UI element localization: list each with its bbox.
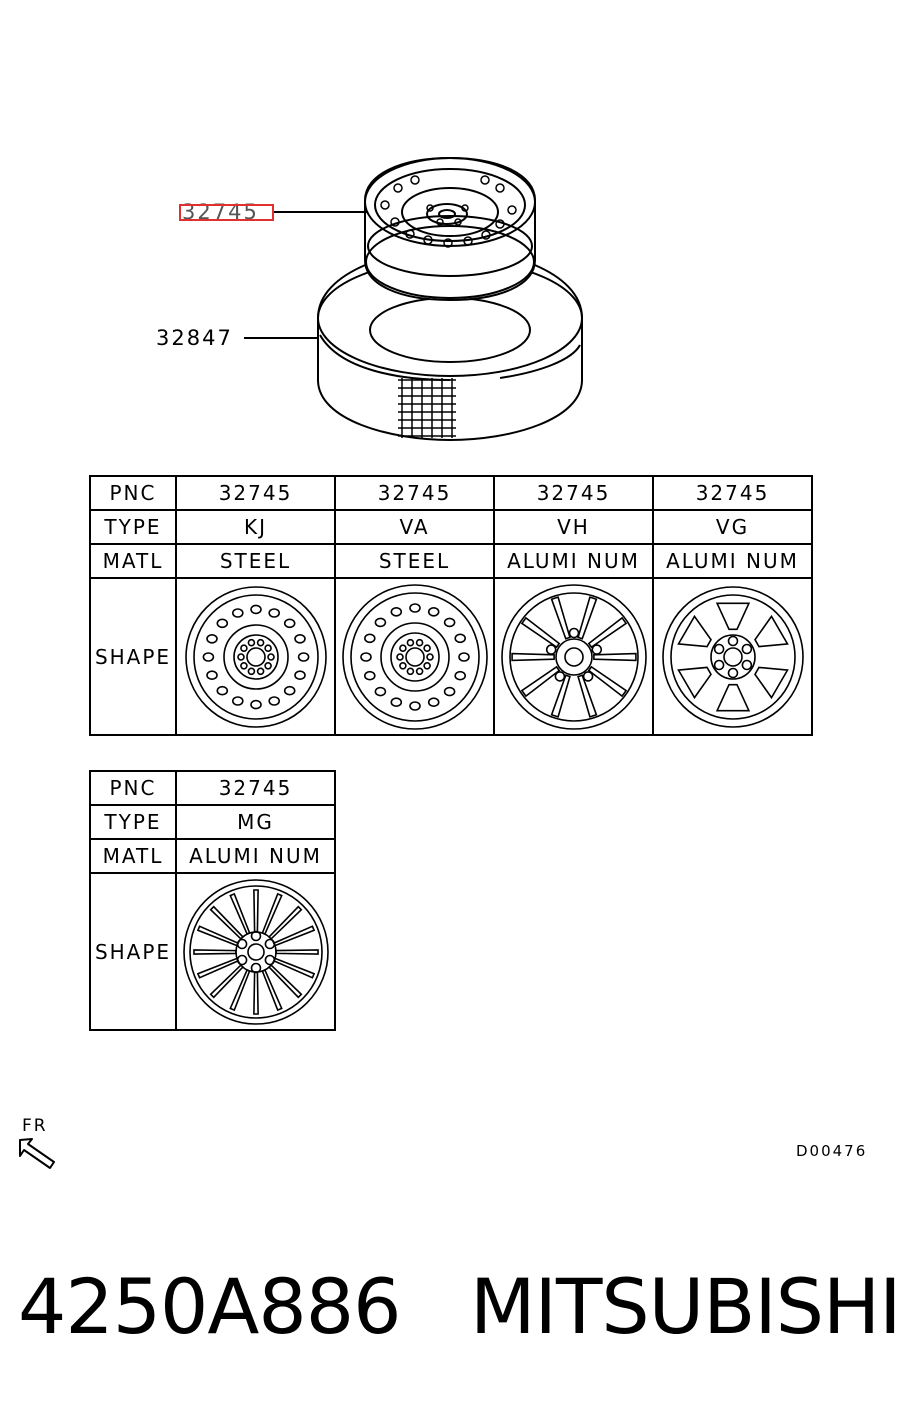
matl-cell: ALUMI NUM — [175, 838, 336, 874]
shape-cell — [493, 577, 654, 736]
type-cell: VG — [652, 509, 813, 545]
matl-header: MATL — [89, 543, 177, 579]
matl-cell: ALUMI NUM — [493, 543, 654, 579]
pnc-row: PNC 32745 — [89, 770, 336, 806]
shape-header: SHAPE — [89, 872, 177, 1031]
matl-cell: STEEL — [334, 543, 495, 579]
callout-highlight-box — [179, 204, 274, 221]
pnc-cell: 32745 — [175, 770, 336, 806]
type-row: TYPE KJ VA VH VG — [89, 509, 813, 545]
wheel-spec-table: PNC 32745 32745 32745 32745 TYPE KJ VA V… — [89, 475, 813, 736]
shape-row: SHAPE — [89, 872, 336, 1031]
footer-caption: 4250A886 MITSUBISHI — [18, 1262, 902, 1351]
matl-row: MATL STEEL STEEL ALUMI NUM ALUMI NUM — [89, 543, 813, 579]
type-cell: VA — [334, 509, 495, 545]
shape-cell — [652, 577, 813, 736]
matl-header: MATL — [89, 838, 177, 874]
shape-cell — [175, 872, 336, 1031]
wheel-spec-table-2: PNC 32745 TYPE MG MATL ALUMI NUM SHAPE — [89, 770, 336, 1031]
pnc-cell: 32745 — [334, 475, 495, 511]
type-cell: VH — [493, 509, 654, 545]
pnc-row: PNC 32745 32745 32745 32745 — [89, 475, 813, 511]
type-header: TYPE — [89, 509, 177, 545]
alloy-wheel-multi-spoke-icon — [182, 878, 329, 1025]
matl-cell: STEEL — [175, 543, 336, 579]
pnc-cell: 32745 — [175, 475, 336, 511]
shape-cell — [334, 577, 495, 736]
alloy-wheel-6-spoke-icon — [661, 585, 804, 728]
steel-wheel-icon — [341, 583, 488, 730]
type-header: TYPE — [89, 804, 177, 840]
type-row: TYPE MG — [89, 804, 336, 840]
part-number: 4250A886 — [18, 1262, 401, 1351]
steel-wheel-icon — [184, 585, 327, 728]
alloy-wheel-10-spoke-icon — [500, 583, 647, 730]
pnc-header: PNC — [89, 475, 177, 511]
pnc-cell: 32745 — [493, 475, 654, 511]
diagram-code: D00476 — [796, 1142, 868, 1160]
type-cell: KJ — [175, 509, 336, 545]
wheel-tire-diagram — [244, 156, 583, 442]
callout-tire-pnc: 32847 — [156, 326, 233, 350]
front-arrow-icon — [19, 1138, 55, 1169]
shape-header: SHAPE — [89, 577, 177, 736]
shape-cell — [175, 577, 336, 736]
brand-name: MITSUBISHI — [469, 1262, 902, 1351]
pnc-header: PNC — [89, 770, 177, 806]
shape-row: SHAPE — [89, 577, 813, 736]
matl-cell: ALUMI NUM — [652, 543, 813, 579]
front-direction-label: FR — [22, 1116, 48, 1136]
matl-row: MATL ALUMI NUM — [89, 838, 336, 874]
type-cell: MG — [175, 804, 336, 840]
front-direction-indicator: FR — [18, 1116, 58, 1174]
pnc-cell: 32745 — [652, 475, 813, 511]
